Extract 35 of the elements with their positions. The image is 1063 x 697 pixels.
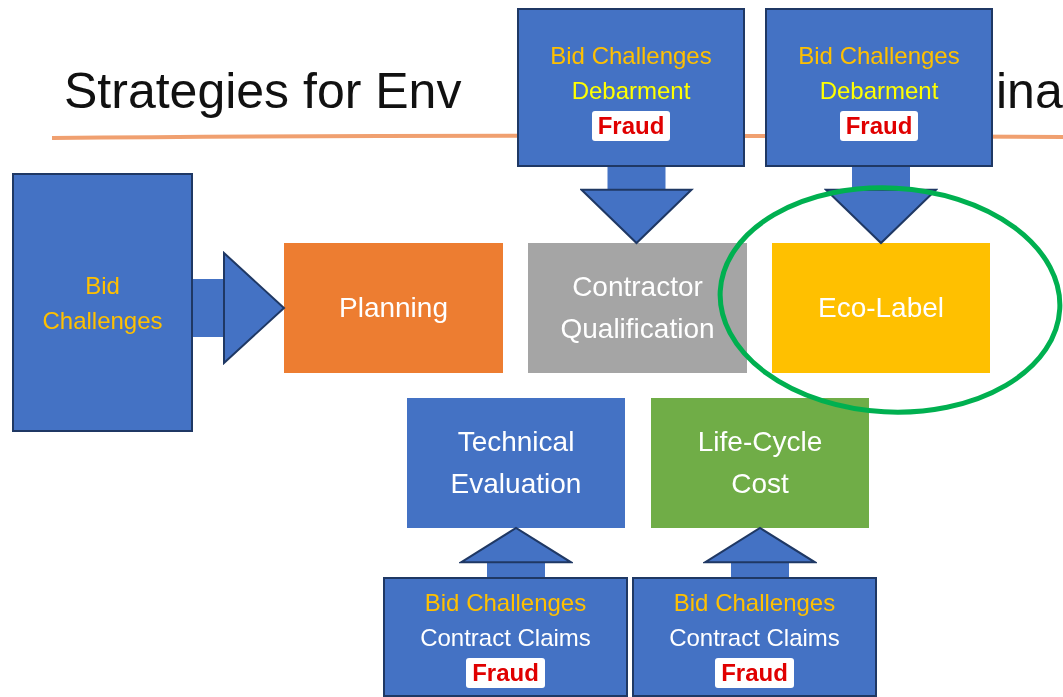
callout-box [12,173,193,432]
callout-text: Bid Challenges [550,41,712,71]
callout-box [632,577,877,697]
process-box [651,398,869,528]
risk-label: Fraud [839,111,919,141]
risk-label: Fraud [591,111,671,141]
title-fragment: ina [996,62,1063,120]
node-label: Eco-Label [816,291,946,325]
process-box [528,243,747,373]
node-label: Technical Evaluation [449,425,583,501]
callout-box [517,8,745,167]
callout-text: Bid Challenges [798,41,960,71]
node-label: Life-Cycle Cost [696,425,824,501]
block-arrow [825,167,937,244]
callout-text: Contract Claims [669,623,840,653]
node-label: Planning [338,291,449,325]
risk-label: Fraud [466,658,545,688]
callout-box [383,577,628,697]
callout-box [765,8,993,167]
callout-text: Debarment [571,76,691,106]
callout-text: Debarment [819,76,939,106]
process-box [407,398,625,528]
callout-text: Bid Challenges [673,588,836,618]
node-label: Contractor Qualification [559,270,716,346]
block-arrow [704,527,816,577]
process-box [772,243,990,373]
title: Strategies for Env [64,62,462,120]
callout-text: Bid Challenges [41,270,164,336]
block-arrow [193,252,285,364]
block-arrow [460,527,572,577]
risk-label: Fraud [715,658,794,688]
process-box [284,243,503,373]
block-arrow [580,167,693,244]
callout-text: Contract Claims [420,623,591,653]
callout-text: Bid Challenges [424,588,587,618]
